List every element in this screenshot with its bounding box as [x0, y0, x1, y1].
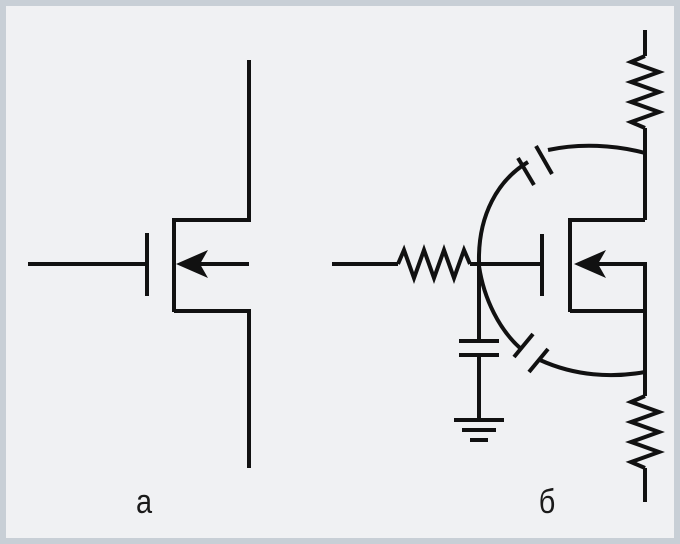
mosfet-circuit-b: [332, 30, 665, 502]
drain-resistor: [625, 54, 665, 130]
lower-feedback-arc-right: [539, 358, 646, 378]
ground-icon: [454, 418, 504, 442]
upper-capacitor-plate-2: [534, 145, 554, 175]
gate-resistor: [396, 244, 472, 284]
source-resistor: [625, 394, 665, 470]
upper-feedback-arc-right: [547, 143, 646, 155]
drain-lead-a: [174, 60, 251, 222]
upper-capacitor-plate-1: [516, 156, 536, 187]
mosfet-symbol-a: [28, 60, 251, 468]
figure-label-a: а: [135, 483, 153, 521]
body-lead-b: [588, 262, 647, 311]
lower-capacitor-plate-2: [527, 347, 550, 374]
source-lead-a: [174, 309, 251, 468]
body-arrow-b: [574, 250, 606, 278]
body-arrow-a: [176, 250, 208, 278]
lower-feedback-arc-left: [477, 265, 522, 350]
upper-feedback-arc-left: [476, 160, 530, 263]
lower-capacitor-plate-1: [512, 332, 535, 359]
figure-label-b: б: [538, 483, 556, 521]
